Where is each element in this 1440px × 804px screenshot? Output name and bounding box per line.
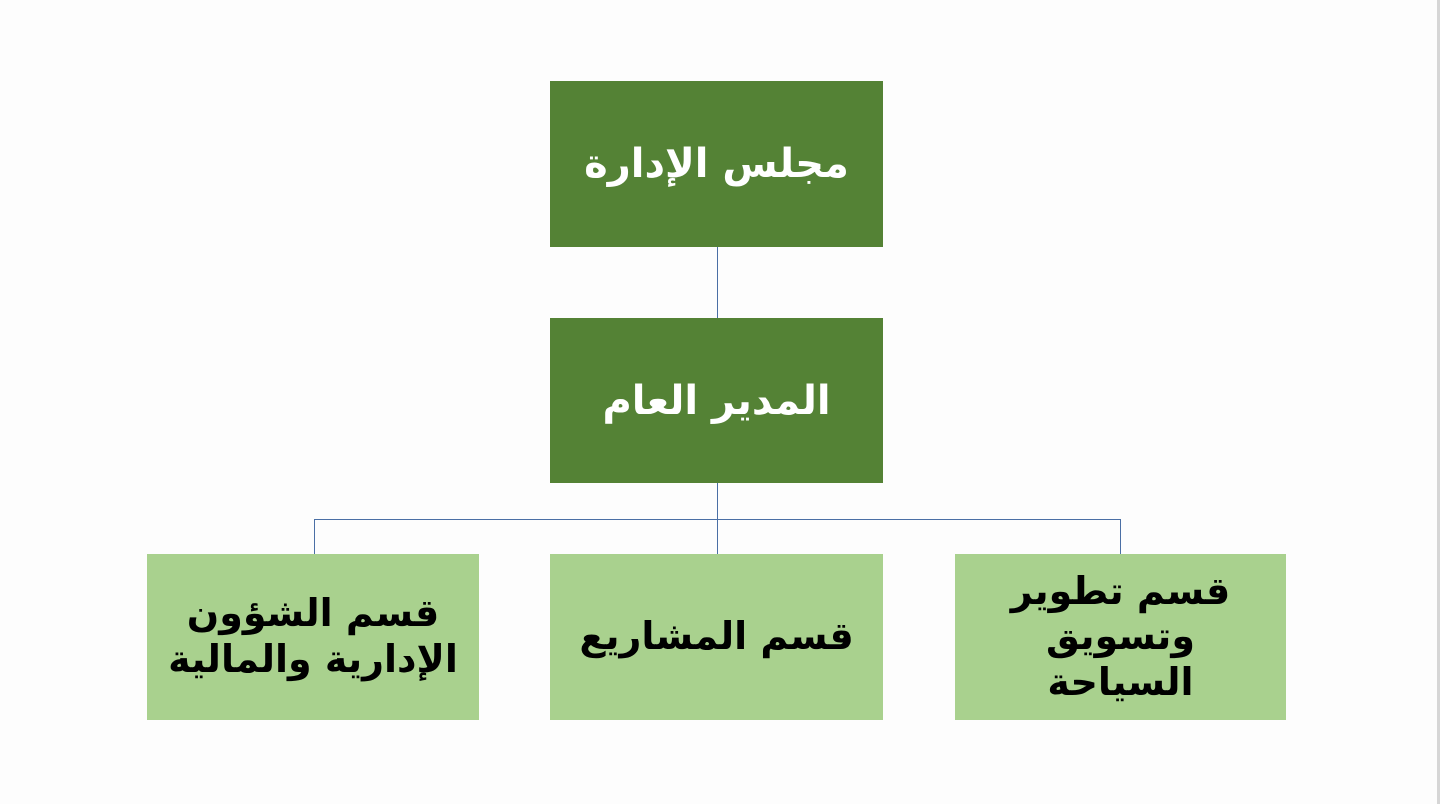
board-of-directors-label: مجلس الإدارة <box>584 141 849 187</box>
connector-bus-to-tourism <box>1120 519 1121 554</box>
connector-horizontal-bus <box>314 519 1121 520</box>
connector-board-to-manager <box>717 247 718 318</box>
tourism-development-marketing-label: قسم تطوير وتسويق السياحة <box>1010 568 1231 704</box>
connector-manager-to-bus <box>717 483 718 554</box>
general-manager-node[interactable]: المدير العام <box>550 318 883 483</box>
tourism-development-marketing-node[interactable]: قسم تطوير وتسويق السياحة <box>955 554 1286 720</box>
connector-bus-to-admin-finance <box>314 519 315 554</box>
admin-finance-department-label: قسم الشؤون الإدارية والمالية <box>168 591 458 681</box>
admin-finance-department-node[interactable]: قسم الشؤون الإدارية والمالية <box>147 554 479 720</box>
window-edge-divider <box>1437 0 1440 804</box>
projects-department-label: قسم المشاريع <box>579 614 854 659</box>
general-manager-label: المدير العام <box>602 377 831 424</box>
board-of-directors-node[interactable]: مجلس الإدارة <box>550 81 883 247</box>
projects-department-node[interactable]: قسم المشاريع <box>550 554 883 720</box>
